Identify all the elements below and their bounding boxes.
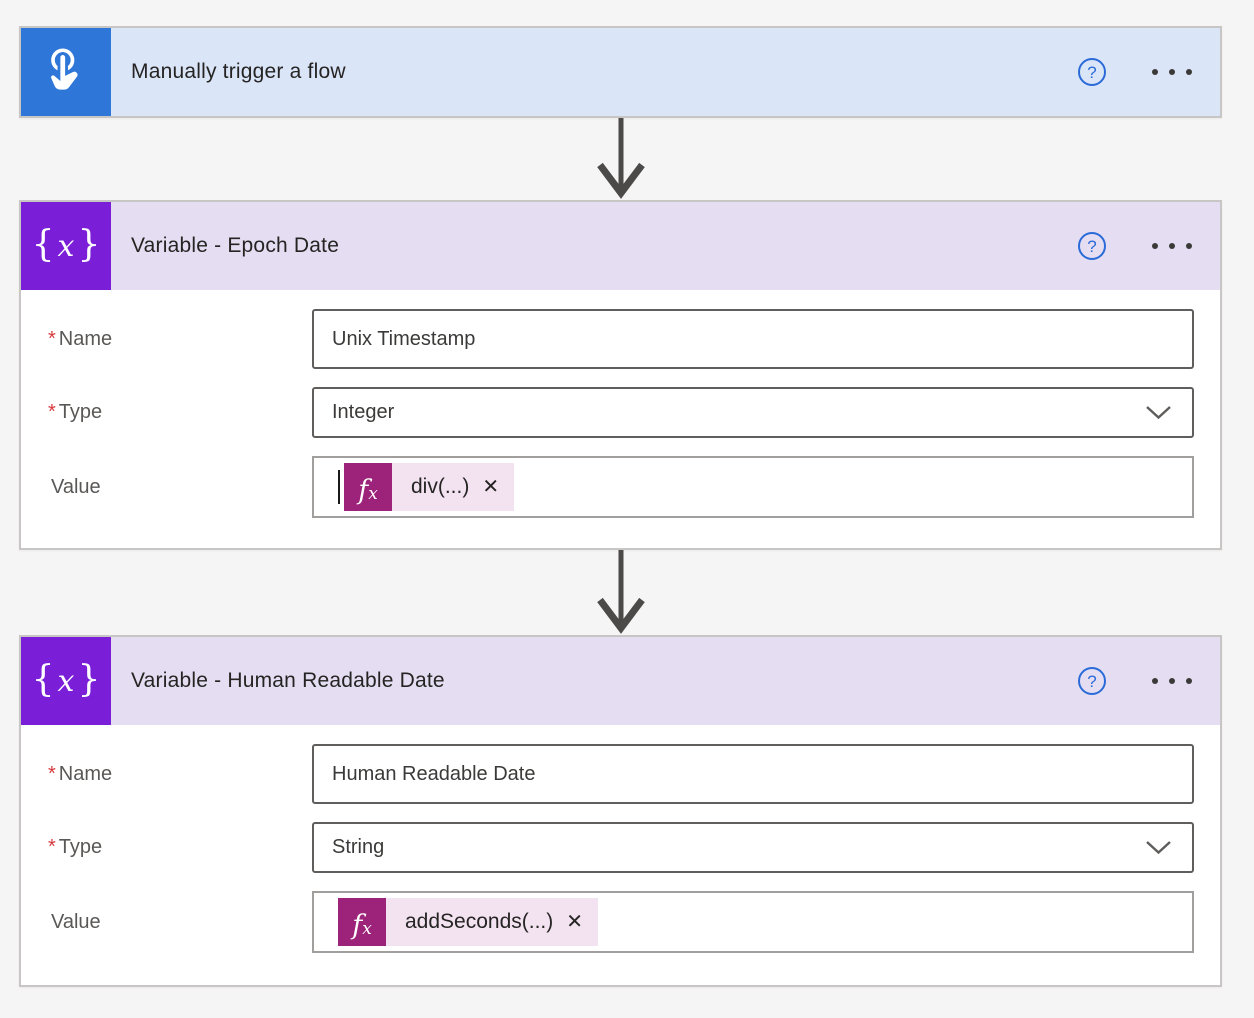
question-mark-glyph: ? xyxy=(1087,62,1097,82)
help-icon[interactable]: ? xyxy=(1078,58,1106,86)
chevron-down-icon xyxy=(1146,841,1171,855)
trigger-card-header[interactable]: Manually trigger a flow ? xyxy=(21,28,1220,116)
variable-human-readable-card-header[interactable]: {x} Variable - Human Readable Date ? xyxy=(21,637,1220,725)
x-glyph: x xyxy=(57,228,75,264)
manual-trigger-icon xyxy=(21,28,111,116)
variable-epoch-card-body: *Name *Type Integer Value xyxy=(21,290,1220,518)
variable-icon: {x} xyxy=(21,637,111,725)
ellipsis-menu-icon[interactable] xyxy=(1152,63,1192,81)
value-field-label: Value xyxy=(51,910,101,933)
tap-gesture-icon xyxy=(48,48,81,93)
variable-epoch-card-header[interactable]: {x} Variable - Epoch Date ? xyxy=(21,202,1220,290)
remove-token-icon[interactable]: ✕ xyxy=(482,476,500,498)
name-field-label: *Name xyxy=(48,762,113,785)
flow-connector xyxy=(19,118,1222,200)
required-asterisk: * xyxy=(48,836,56,858)
close-brace-glyph: } xyxy=(77,658,101,700)
dot xyxy=(1186,678,1192,684)
dot xyxy=(1152,243,1158,249)
x-glyph: x xyxy=(57,663,75,699)
required-asterisk: * xyxy=(48,762,56,785)
value-field-label: Value xyxy=(51,475,101,498)
question-mark-glyph: ? xyxy=(1087,671,1097,691)
type-dropdown-value: Integer xyxy=(332,401,395,423)
ellipsis-menu-icon[interactable] xyxy=(1152,237,1192,255)
chevron-down-icon xyxy=(1146,406,1171,420)
variable-human-readable-card: {x} Variable - Human Readable Date ? *Na… xyxy=(19,635,1222,987)
expression-token-text: addSeconds(...) xyxy=(405,910,554,933)
arrow-down-icon xyxy=(596,118,645,199)
type-field-label: *Type xyxy=(48,401,103,423)
type-dropdown[interactable]: String xyxy=(312,822,1194,873)
required-asterisk: * xyxy=(48,327,56,350)
question-mark-glyph: ? xyxy=(1087,236,1097,256)
type-dropdown[interactable]: Integer xyxy=(312,387,1194,438)
expression-token-text: div(...) xyxy=(411,475,470,498)
type-dropdown-value: String xyxy=(332,836,385,858)
text-cursor xyxy=(338,470,340,504)
required-asterisk: * xyxy=(48,401,56,423)
variable-icon: {x} xyxy=(21,202,111,290)
dot xyxy=(1169,243,1175,249)
variable-human-readable-card-body: *Name *Type String Value xyxy=(21,725,1220,953)
flow-connector xyxy=(19,550,1222,635)
help-icon[interactable]: ? xyxy=(1078,232,1106,260)
dot xyxy=(1186,69,1192,75)
dot xyxy=(1152,69,1158,75)
variable-epoch-card-title: Variable - Epoch Date xyxy=(131,234,340,257)
dot xyxy=(1152,678,1158,684)
header-actions: ? xyxy=(1078,232,1192,260)
variable-human-readable-card-title: Variable - Human Readable Date xyxy=(131,669,445,692)
name-input[interactable] xyxy=(312,309,1194,369)
header-actions: ? xyxy=(1078,667,1192,695)
dot xyxy=(1186,243,1192,249)
trigger-card-title: Manually trigger a flow xyxy=(131,60,346,83)
arrow-down-icon xyxy=(596,550,645,634)
flow: Manually trigger a flow ? {x} xyxy=(19,26,1222,987)
dot xyxy=(1169,69,1175,75)
type-field-label: *Type xyxy=(48,836,103,858)
name-input[interactable] xyxy=(312,744,1194,804)
header-actions: ? xyxy=(1078,58,1192,86)
trigger-card: Manually trigger a flow ? xyxy=(19,26,1222,118)
variable-epoch-card: {x} Variable - Epoch Date ? *Name xyxy=(19,200,1222,550)
ellipsis-menu-icon[interactable] xyxy=(1152,672,1192,690)
help-icon[interactable]: ? xyxy=(1078,667,1106,695)
open-brace-glyph: { xyxy=(31,223,55,265)
remove-token-icon[interactable]: ✕ xyxy=(566,911,584,933)
dot xyxy=(1169,678,1175,684)
open-brace-glyph: { xyxy=(31,658,55,700)
name-field-label: *Name xyxy=(48,327,113,350)
close-brace-glyph: } xyxy=(77,223,101,265)
